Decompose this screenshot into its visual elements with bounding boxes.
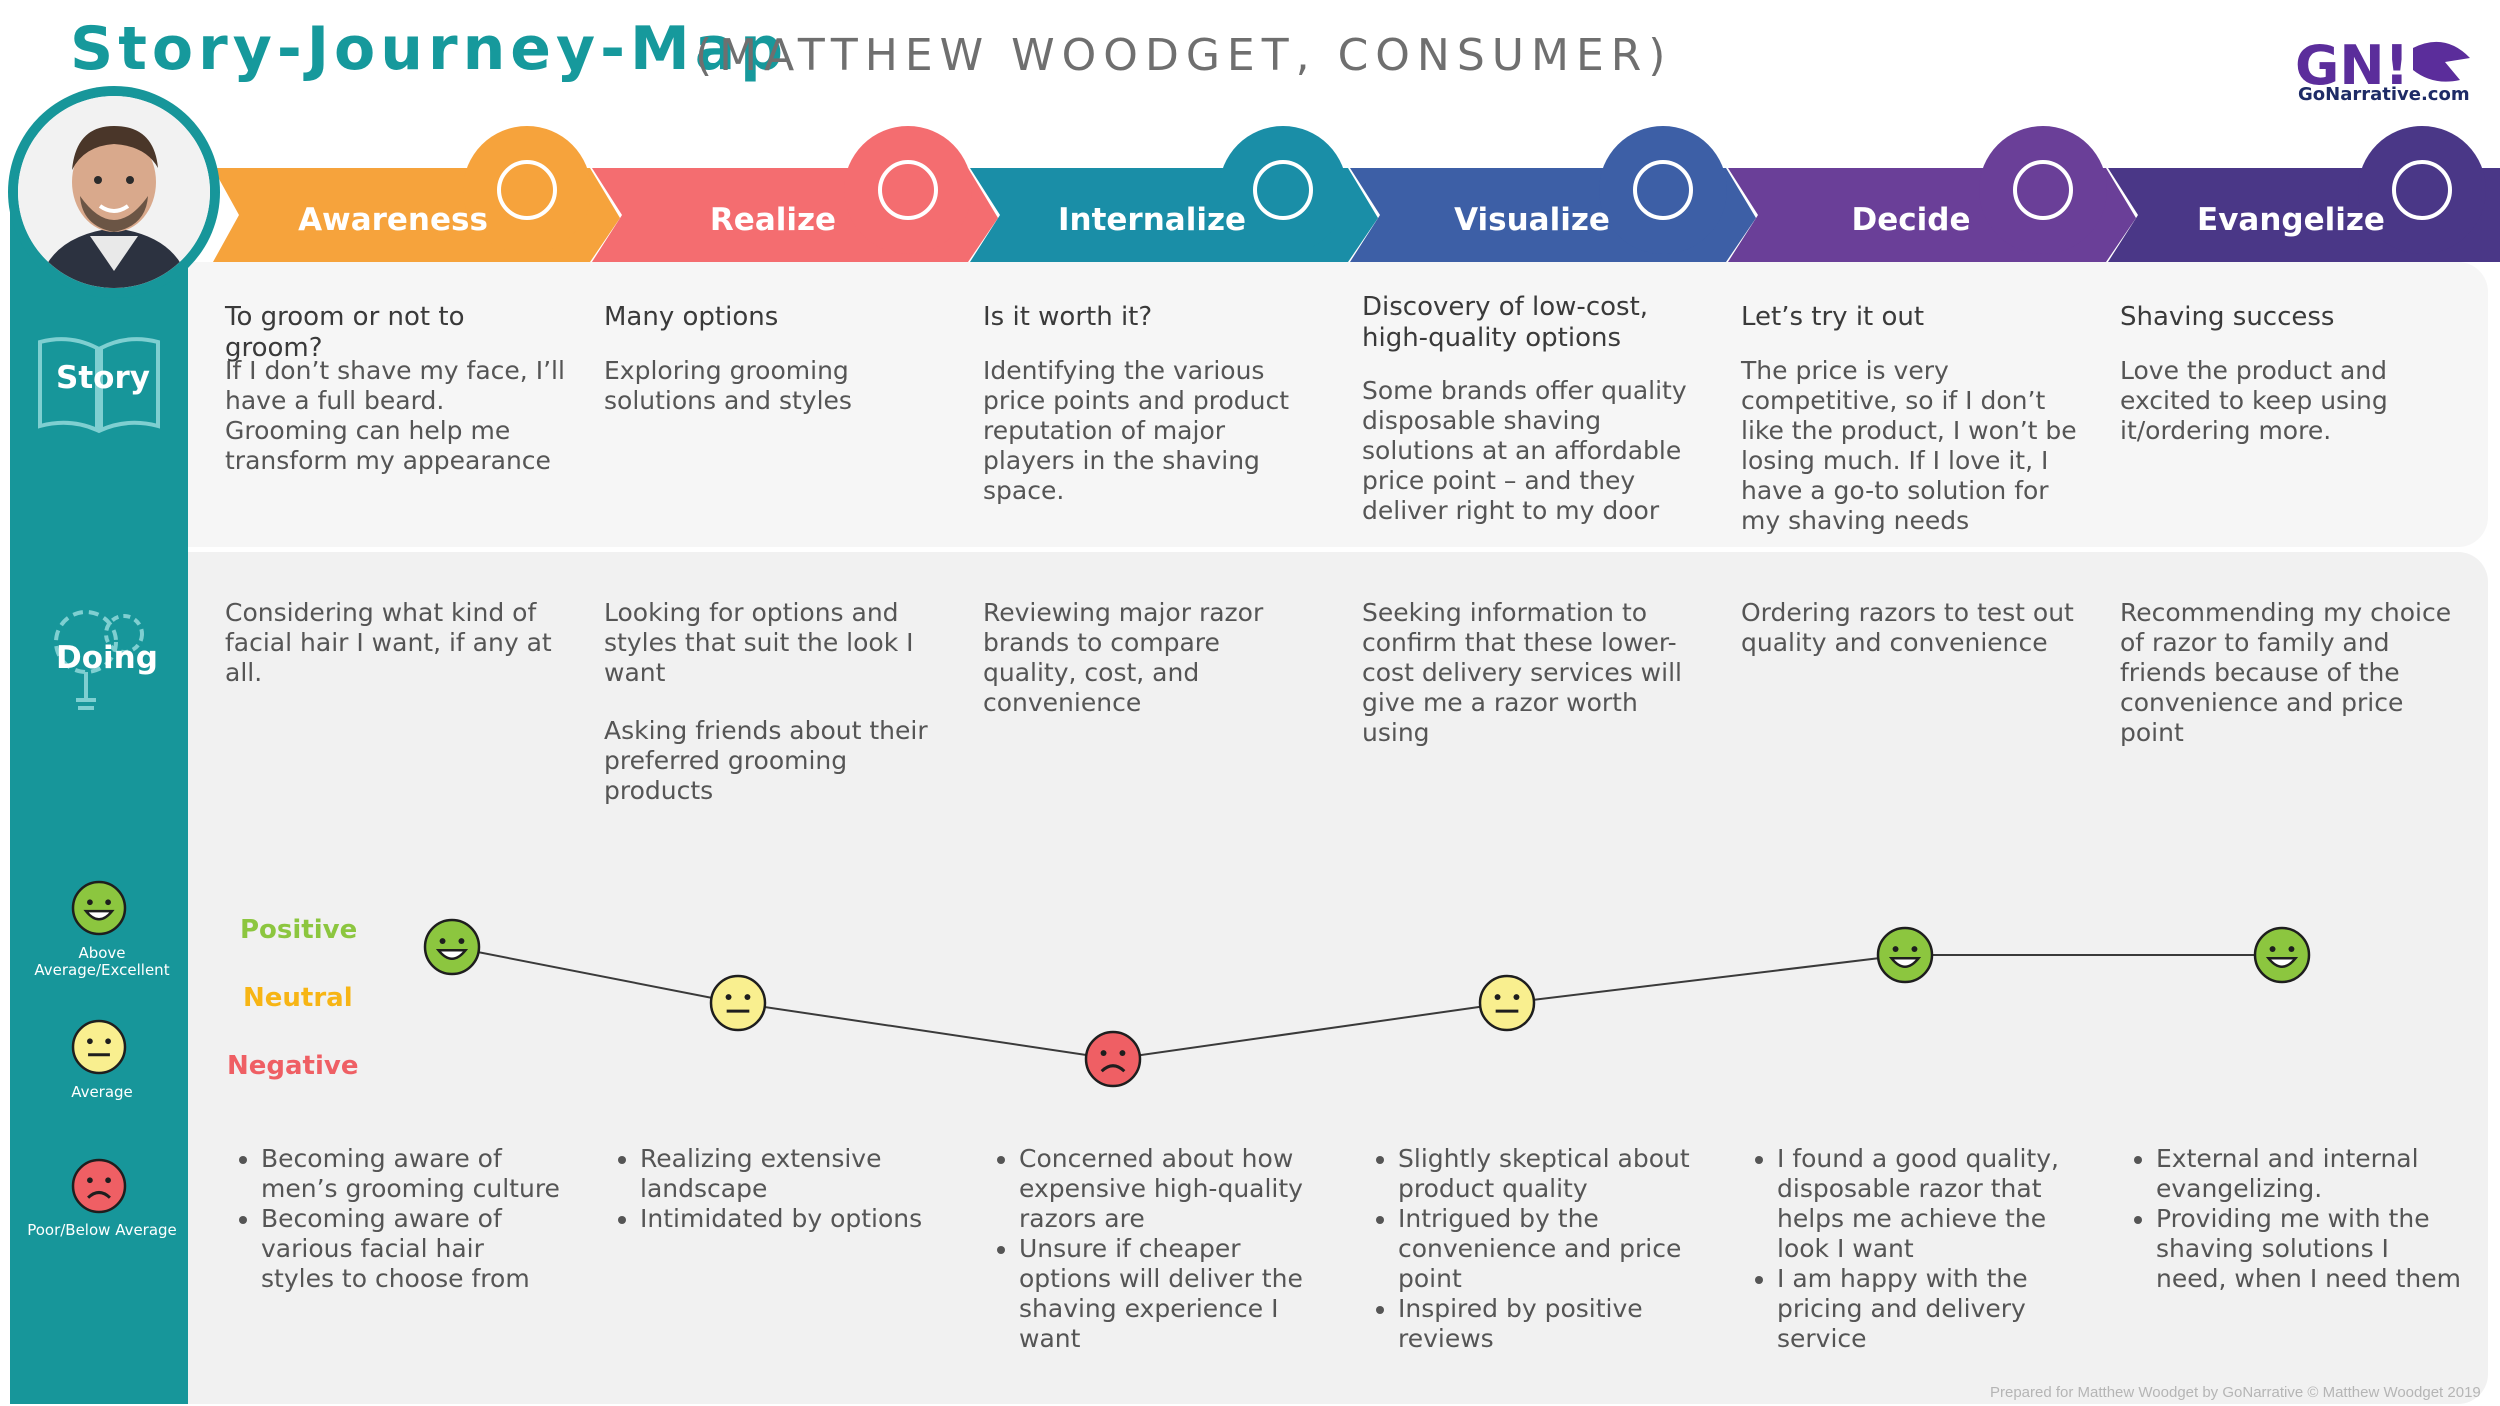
stage-banner [213, 126, 2500, 262]
legend-caption: Average [71, 1083, 133, 1101]
doing-section-label: Doing [56, 640, 158, 676]
stage-icon-badge-visualize [1599, 126, 1727, 254]
feelings-list: Becoming aware of men’s grooming culture… [225, 1144, 561, 1294]
story-body: Some brands offer quality disposable sha… [1362, 376, 1687, 525]
stage-label-evangelize: Evangelize [2197, 202, 2385, 238]
feeling-item: Inspired by positive reviews [1398, 1294, 1698, 1354]
emotion-level-positive: Positive [240, 915, 358, 945]
feeling-item: Unsure if cheaper options will deliver t… [1019, 1234, 1319, 1354]
legend-face-neutral-icon [71, 1019, 127, 1075]
story-body: If I don’t shave my face, I’ll have a fu… [225, 356, 565, 475]
feeling-item: Becoming aware of men’s grooming culture [261, 1144, 561, 1204]
feeling-item: External and internal evangelizing. [2156, 1144, 2461, 1204]
page-title: Story-Journey-Map [70, 14, 789, 84]
feelings-list: Slightly skeptical about product quality… [1362, 1144, 1698, 1354]
story-title: Many options [604, 302, 779, 332]
story-title: To groom or not to groom? [225, 302, 465, 363]
story-section-label: Story [56, 360, 150, 396]
doing-item: Reviewing major razor brands to compare … [983, 598, 1264, 717]
head-gears-icon [1633, 160, 1693, 220]
legend-caption: Above Average/Excellent [34, 944, 170, 979]
story-body: Love the product and excited to keep usi… [2120, 356, 2388, 445]
story-title: Is it worth it? [983, 302, 1153, 332]
emotion-point-happy-face-icon [2253, 926, 2311, 984]
stage-label-visualize: Visualize [1454, 202, 1610, 238]
person-portrait-icon [18, 96, 210, 288]
stage-icon-badge-evangelize [2358, 126, 2486, 254]
feeling-item: Intrigued by the convenience and price p… [1398, 1204, 1698, 1294]
story-body: The price is very competitive, so if I d… [1741, 356, 2077, 535]
emotion-point-happy-face-icon [423, 918, 481, 976]
logo-text: GoNarrative.com [2298, 84, 2470, 105]
gonarrative-logo: GN! [2295, 34, 2470, 97]
stage-icon-badge-decide [1979, 126, 2107, 254]
feeling-item: Slightly skeptical about product quality [1398, 1144, 1698, 1204]
stage-icon-badge-realize [844, 126, 972, 254]
avatar [18, 96, 210, 288]
feelings-list: Realizing extensive landscapeIntimidated… [604, 1144, 940, 1234]
stage-label-decide: Decide [1851, 202, 1971, 238]
doing-item: Recommending my choice of razor to famil… [2120, 598, 2452, 747]
story-panel [188, 262, 2488, 547]
emotion-point-neutral-face-icon [709, 974, 767, 1032]
feelings-list: Concerned about how expensive high-quali… [983, 1144, 1319, 1354]
doing-item: Considering what kind of facial hair I w… [225, 598, 552, 687]
doing-panel [188, 552, 2488, 1404]
feeling-item: Intimidated by options [640, 1204, 940, 1234]
page-subtitle: (MATTHEW WOODGET, CONSUMER) [695, 30, 1673, 81]
story-title: Shaving success [2120, 302, 2335, 332]
story-body: Exploring grooming solutions and styles [604, 356, 852, 415]
logo-mark: GN! [2295, 34, 2409, 97]
process-flow-icon [878, 160, 938, 220]
feeling-item: Providing me with the shaving solutions … [2156, 1204, 2461, 1294]
stage-icon-badge-awareness [463, 126, 591, 254]
legend-face-sad-icon [71, 1158, 127, 1214]
logo-swoosh [2413, 41, 2470, 82]
emotion-point-neutral-face-icon [1478, 974, 1536, 1032]
doing-item: Asking friends about their preferred gro… [604, 716, 928, 805]
emotion-point-happy-face-icon [1876, 926, 1934, 984]
doing-item: Looking for options and styles that suit… [604, 598, 914, 687]
emotion-line [451, 946, 2282, 1061]
feeling-item: Concerned about how expensive high-quali… [1019, 1144, 1319, 1234]
brain-icon [1253, 160, 1313, 220]
doing-item: Ordering razors to test out quality and … [1741, 598, 2074, 657]
story-title: Discovery of low-cost, high-quality opti… [1362, 292, 1649, 353]
feeling-item: Realizing extensive landscape [640, 1144, 940, 1204]
stage-label-realize: Realize [709, 202, 837, 238]
feelings-list: External and internal evangelizing.Provi… [2120, 1144, 2461, 1294]
feeling-item: I found a good quality, disposable razor… [1777, 1144, 2077, 1264]
doing-item: Seeking information to confirm that thes… [1362, 598, 1682, 747]
target-icon [2013, 160, 2073, 220]
lightbulb-icon [497, 160, 557, 220]
legend-face-happy-icon [71, 880, 127, 936]
story-body: Identifying the various price points and… [983, 356, 1290, 505]
hand-offer-icon [2392, 160, 2452, 220]
emotion-level-neutral: Neutral [243, 983, 353, 1013]
emotion-point-sad-face-icon [1084, 1030, 1142, 1088]
footer-credit: Prepared for Matthew Woodget by GoNarrat… [1990, 1384, 2481, 1401]
stage-label-internalize: Internalize [1057, 202, 1247, 238]
gear-lightbulb-icon [54, 610, 144, 710]
feeling-item: I am happy with the pricing and delivery… [1777, 1264, 2077, 1354]
feeling-item: Becoming aware of various facial hair st… [261, 1204, 561, 1294]
stage-label-awareness: Awareness [298, 202, 488, 238]
stage-icon-badge-internalize [1219, 126, 1347, 254]
open-book-icon [38, 337, 160, 434]
story-title: Let’s try it out [1741, 302, 1925, 332]
feelings-list: I found a good quality, disposable razor… [1741, 1144, 2077, 1354]
legend-caption: Poor/Below Average [27, 1221, 177, 1239]
emotion-level-negative: Negative [227, 1051, 359, 1081]
